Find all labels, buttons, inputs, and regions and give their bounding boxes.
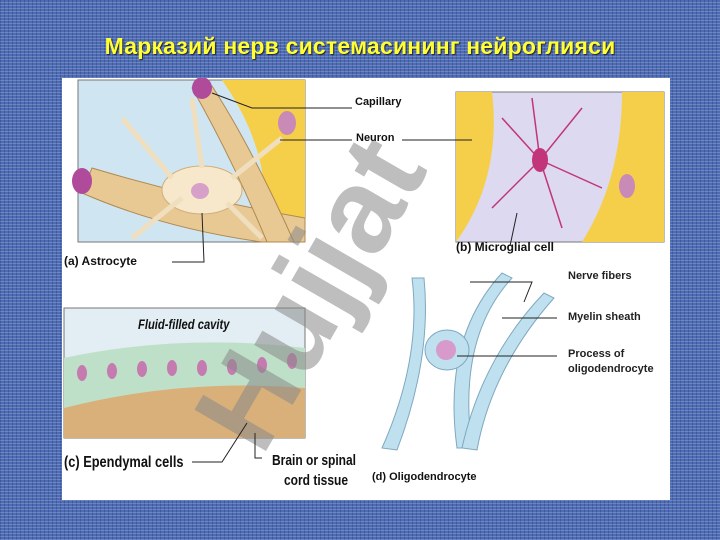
label-neuron: Neuron xyxy=(356,132,395,144)
microglial-illustration xyxy=(455,91,665,243)
neuroglia-illustration: Hujjat xyxy=(63,78,665,471)
label-process-line1: Process of xyxy=(568,348,625,360)
oligodendrocyte-illustration xyxy=(381,272,555,451)
label-fluid-filled-cavity: Fluid-filled cavity xyxy=(138,316,230,332)
caption-microglial-cell: (b) Microglial cell xyxy=(456,240,555,254)
figure-panel: Hujjat Capillary Neuron (a) Astrocyte (b… xyxy=(62,78,670,500)
label-nerve-fibers: Nerve fibers xyxy=(568,270,632,282)
astrocyte-illustration xyxy=(72,78,306,243)
caption-ependymal-cells: (c) Ependymal cells xyxy=(64,454,184,471)
label-brain-spinal-tissue-line1: Brain or spinal xyxy=(272,452,357,469)
caption-astrocyte: (a) Astrocyte xyxy=(64,254,137,268)
leader-lines xyxy=(172,92,557,463)
label-process-line2: oligodendrocyte xyxy=(568,363,654,375)
label-myelin-sheath: Myelin sheath xyxy=(568,311,641,323)
slide-title: Марказий нерв системасининг нейроглияси xyxy=(104,33,616,59)
label-capillary: Capillary xyxy=(355,96,402,108)
label-brain-spinal-tissue-line2: cord tissue xyxy=(284,472,349,489)
caption-oligodendrocyte: (d) Oligodendrocyte xyxy=(372,471,477,483)
ependymal-illustration xyxy=(63,307,306,439)
